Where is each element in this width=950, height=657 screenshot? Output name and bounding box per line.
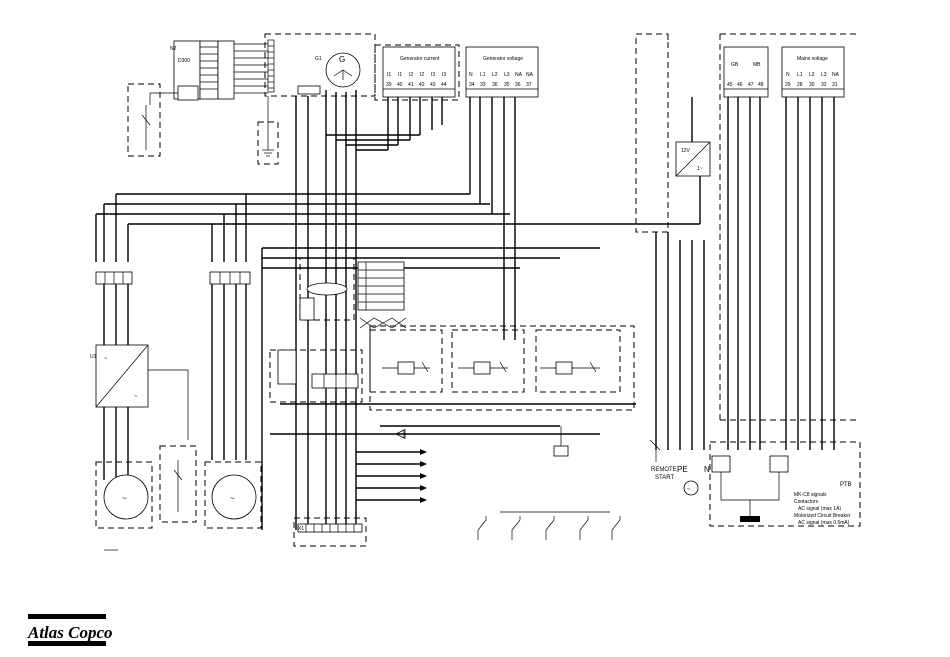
legend-line4: AC signal (max 0.5mA) [798, 520, 850, 526]
gv-r2-2: 36 [492, 82, 498, 88]
atlas-copco-logo: Atlas Copco [27, 614, 113, 646]
ps-dc-label: 12V [681, 148, 691, 154]
d300-label: D300 [178, 58, 190, 64]
gc-r2-0: 39 [386, 82, 392, 88]
g1-label: G1 [315, 56, 322, 62]
mv-r1-1: L1 [797, 72, 803, 78]
gv-r1-2: L2 [492, 72, 498, 78]
switch-s2 [127, 83, 161, 157]
gv-r2-1: 33 [480, 82, 486, 88]
relay-cabinet [369, 325, 635, 411]
mv-r1-2: L2 [809, 72, 815, 78]
switch-s12 [159, 445, 197, 523]
relay-module-3 [535, 329, 621, 393]
legend-title: MK-C8 signals [794, 492, 827, 498]
x1-label: X1 [298, 526, 304, 532]
gbmb-r2-1: 46 [737, 82, 743, 88]
generator-current-title: Generator current [400, 56, 440, 62]
mains-voltage-title: Mains voltage [797, 56, 828, 62]
legend-line2: AC signal (max 1A) [798, 506, 841, 512]
gv-r2-3: 35 [504, 82, 510, 88]
gbmb-r2-0: 45 [727, 82, 733, 88]
ptb-label: PTB [840, 482, 852, 488]
gv-r1-3: L3 [504, 72, 510, 78]
u1-ac-symbol: ~ [104, 356, 108, 362]
mv-r2-1: 28 [797, 82, 803, 88]
n2-label: N2 [170, 46, 177, 52]
gv-r1-5: NA [526, 72, 534, 78]
gc-r2-3: 42 [419, 82, 425, 88]
remote-start-label-1: REMOTE [651, 467, 677, 473]
legend-line3: Motorized Circuit Breaker [794, 513, 851, 519]
ptb-terminal [740, 516, 760, 522]
gc-r1-0: I1 [387, 72, 391, 78]
gbmb-r2-2: 47 [748, 82, 754, 88]
mv-r2-0: 29 [785, 82, 791, 88]
gv-r1-1: L1 [480, 72, 486, 78]
mv-r2-3: 32 [821, 82, 827, 88]
gc-r1-3: I2 [420, 72, 424, 78]
remote-start-switch: REMOTE START PE N ~ [649, 430, 710, 496]
earth-box [257, 96, 279, 165]
relay-contact-symbols [477, 511, 621, 540]
mb-label: MB [753, 62, 761, 68]
brand-text: Atlas Copco [27, 623, 113, 642]
relay-module-1 [369, 329, 443, 393]
gv-r2-4: 36 [515, 82, 521, 88]
pe-label: PE [677, 465, 688, 474]
gc-r1-2: I2 [409, 72, 413, 78]
d300-module: N2 D300 [149, 40, 268, 105]
gbmb-r2-3: 48 [758, 82, 764, 88]
generator-voltage-terminals: Generator voltage N L1 L2 L3 NA NA 34 33… [465, 46, 539, 98]
ps-ac-label: 1~ [697, 166, 703, 172]
mv-r1-3: L3 [821, 72, 827, 78]
contactor-left-1 [95, 271, 133, 345]
motor-left: ~ [95, 461, 153, 529]
mv-r1-0: N [786, 72, 790, 78]
legend-line1: Contactors [794, 499, 819, 505]
gc-r1-5: I3 [442, 72, 446, 78]
gb-label: GB [731, 62, 739, 68]
n-label: N [704, 465, 710, 474]
motor-left-symbol: ~ [122, 494, 127, 503]
mains-voltage-terminals: Mains voltage N L1 L2 L3 NA 29 28 30 32 … [781, 46, 845, 98]
generator-current-terminals: Generator current I1 I1 I2 I2 I3 I3 39 4… [374, 44, 460, 101]
power-supply-unit: 12V 1~ [675, 141, 711, 177]
gc-r2-1: 40 [397, 82, 403, 88]
gc-r1-4: I3 [431, 72, 435, 78]
u1-ac-out-symbol: ~ [134, 394, 138, 400]
gc-r1-1: I1 [398, 72, 402, 78]
gc-r2-2: 41 [408, 82, 414, 88]
generator-voltage-title: Generator voltage [483, 56, 523, 62]
mv-r2-2: 30 [809, 82, 815, 88]
gc-r2-4: 43 [430, 82, 436, 88]
diode-and-coil [395, 426, 569, 457]
generator-symbol: G [339, 55, 345, 64]
mv-r1-4: NA [832, 72, 840, 78]
legend: MK-C8 signals Contactors AC signal (max … [794, 492, 851, 526]
ptb-module: PTB [709, 441, 861, 527]
gv-r2-5: 37 [526, 82, 532, 88]
gv-r2-0: 34 [469, 82, 475, 88]
gc-r2-5: 44 [441, 82, 447, 88]
generator-terminal-block: G G1 [264, 33, 376, 97]
motor-right: ~ [204, 461, 262, 529]
gb-mb-terminals: GB MB 45 46 47 48 [723, 46, 769, 98]
signal-arrows [356, 449, 427, 503]
ac-source-symbol: ~ [687, 487, 691, 493]
u1-label: U1 [90, 354, 97, 360]
remote-start-label-2: START [655, 475, 674, 481]
breaker-q3 [269, 349, 363, 403]
inverter-u1: U1 ~ ~ [90, 344, 189, 480]
contactor-left-2 [209, 271, 251, 460]
mv-r2-4: 31 [832, 82, 838, 88]
gv-r1-0: N [469, 72, 473, 78]
control-relay-block [299, 257, 407, 329]
relay-module-2 [451, 329, 525, 393]
x1-bottom-terminals: X1 [293, 517, 367, 547]
motor-right-symbol: ~ [230, 494, 235, 503]
gv-r1-4: NA [515, 72, 523, 78]
bus-wires [95, 90, 835, 530]
